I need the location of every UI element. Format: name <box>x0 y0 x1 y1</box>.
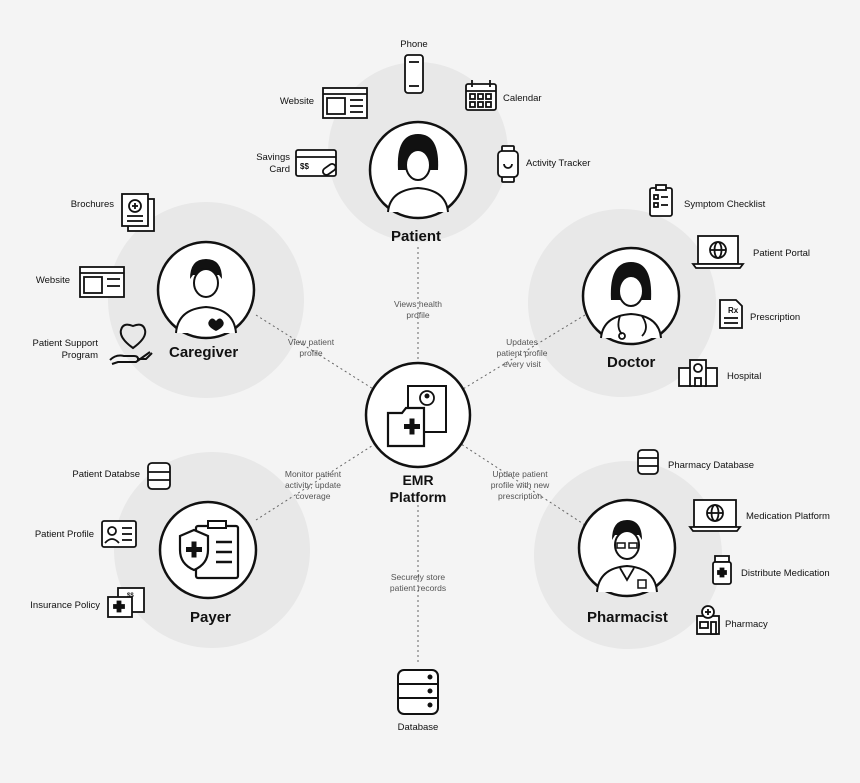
edge-line-caregiver <box>255 314 379 393</box>
brochures-label: Brochures <box>70 199 114 210</box>
patient-portal-icon <box>691 235 745 269</box>
patient-portal-label: Patient Portal <box>753 248 811 259</box>
medication-platform-icon <box>688 499 742 532</box>
edge-label-line: profile with new <box>490 480 550 490</box>
edge-label-line: Updates <box>506 337 538 347</box>
savings-card-label: Savings Card <box>240 152 290 176</box>
phone-icon <box>404 54 424 94</box>
support-program-line: Patient Support <box>32 338 99 349</box>
caregiver-website-icon <box>79 266 125 298</box>
emr-platform-label: EMR Platform <box>378 472 458 506</box>
insurance-policy-label: Insurance Policy <box>30 600 100 611</box>
support-program-label: Patient Support Program <box>10 338 99 362</box>
edge-label-line: View patient <box>287 337 335 347</box>
emr-platform-icon <box>364 361 472 469</box>
support-program-line: Program <box>61 350 98 361</box>
savings-card-glyph: $$ <box>300 162 309 171</box>
edge-label-line: patient profile <box>496 348 548 358</box>
edge-label-database: Securely store patient records <box>378 572 458 594</box>
patient-label: Patient <box>391 228 442 245</box>
caregiver-label: Caregiver <box>169 344 239 361</box>
savings-card-line: Savings <box>256 152 290 163</box>
activity-tracker-label: Activity Tracker <box>526 158 591 169</box>
edge-label-line: prescription <box>498 491 542 501</box>
support-program-icon <box>109 323 153 365</box>
website-icon <box>322 87 368 119</box>
edge-label-line: Monitor patient <box>284 469 342 479</box>
pharmacy-label: Pharmacy <box>725 619 768 630</box>
prescription-icon: Rx <box>719 299 743 329</box>
phone-label: Phone <box>400 39 428 50</box>
pharmacy-icon <box>696 605 720 635</box>
brochures-icon <box>121 193 155 232</box>
edge-label-line: activity, update <box>284 480 342 490</box>
website-label: Website <box>279 96 314 107</box>
patient-database-icon <box>147 462 171 490</box>
symptom-checklist-label: Symptom Checklist <box>684 199 766 210</box>
prescription-label: Prescription <box>750 312 801 323</box>
prescription-glyph: Rx <box>728 306 739 315</box>
database-label: Database <box>397 722 439 733</box>
edge-line-payer <box>255 441 379 521</box>
doctor-avatar-icon <box>581 246 681 346</box>
edge-label-line: Update patient <box>492 469 548 479</box>
savings-card-icon: $$ <box>295 149 337 177</box>
pharmacist-avatar-icon <box>577 498 677 598</box>
caregiver-website-label: Website <box>35 275 70 286</box>
patient-profile-label: Patient Profile <box>34 529 94 540</box>
medication-platform-label: Medication Platform <box>746 511 830 522</box>
pharmacist-label: Pharmacist <box>587 609 668 626</box>
edge-label-line: profile <box>299 348 323 358</box>
pharmacy-database-icon <box>637 449 659 475</box>
payer-label: Payer <box>190 609 231 626</box>
edge-label-payer: Monitor patient activity, update coverag… <box>276 469 350 502</box>
insurance-glyph: $$ <box>127 593 134 599</box>
pharmacy-database-label: Pharmacy Database <box>668 460 755 471</box>
savings-card-line: Card <box>269 164 290 175</box>
calendar-icon <box>465 80 497 111</box>
edge-label-line: every visit <box>503 359 541 369</box>
database-icon <box>397 669 439 715</box>
doctor-label: Doctor <box>607 354 656 371</box>
insurance-policy-icon: $$ <box>107 587 145 618</box>
edge-label-caregiver: View patient profile <box>276 337 346 359</box>
edge-label-patient: Views health profile <box>383 299 453 321</box>
edge-label-line: patient records <box>389 583 447 593</box>
caregiver-avatar-icon <box>156 240 256 340</box>
patient-database-label: Patient Databse <box>72 469 140 480</box>
edge-line-pharmacist <box>457 441 586 526</box>
emr-line1: EMR <box>402 472 434 488</box>
edge-label-pharmacist: Update patient profile with new prescrip… <box>480 469 560 502</box>
patient-profile-icon <box>101 520 137 548</box>
symptom-checklist-icon <box>649 184 673 217</box>
edge-label-line: profile <box>406 310 430 320</box>
distribute-medication-label: Distribute Medication <box>741 568 830 579</box>
activity-tracker-icon <box>497 145 519 183</box>
edge-label-line: coverage <box>295 491 331 501</box>
hospital-label: Hospital <box>727 371 762 382</box>
hospital-icon <box>678 359 718 387</box>
calendar-label: Calendar <box>503 93 542 104</box>
patient-avatar-icon <box>368 120 468 220</box>
edge-label-line: Views health <box>393 299 443 309</box>
payer-avatar-icon <box>158 500 258 600</box>
distribute-medication-icon <box>712 555 732 585</box>
edge-label-doctor: Updates patient profile every visit <box>482 337 562 370</box>
edge-label-line: Securely store <box>390 572 446 582</box>
emr-line2: Platform <box>389 489 447 505</box>
